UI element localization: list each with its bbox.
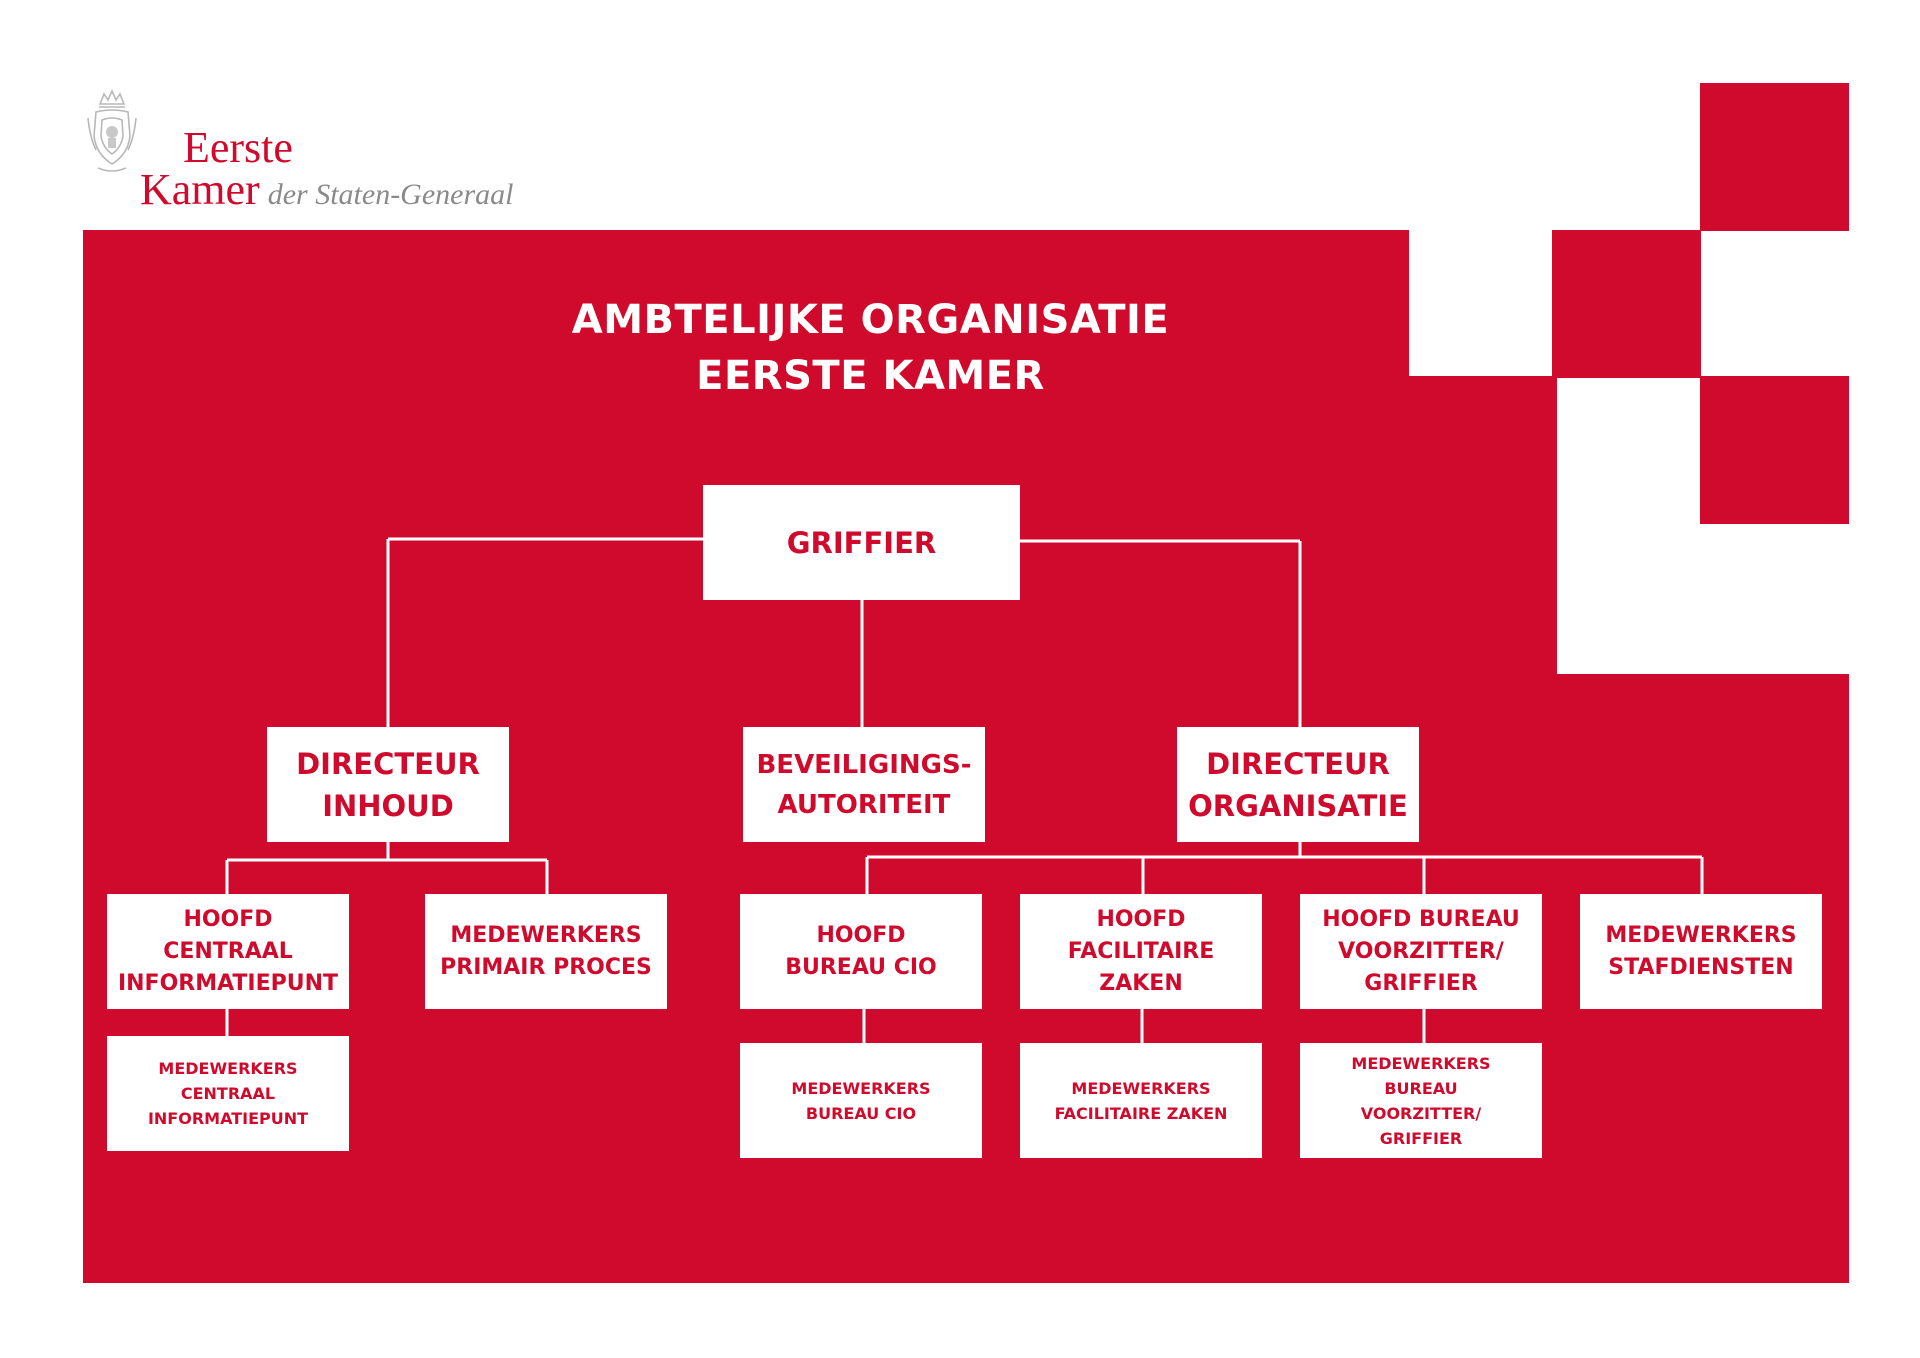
node-directeur-inhoud: DIRECTEUR INHOUD	[267, 727, 509, 842]
page-title: AMBTELIJKE ORGANISATIE EERSTE KAMER	[83, 292, 1658, 404]
node-label: HOOFD BUREAU CIO	[785, 922, 937, 980]
node-label: MEDEWERKERS BUREAU CIO	[791, 1078, 931, 1123]
node-label: DIRECTEUR ORGANISATIE	[1188, 746, 1408, 823]
node-griffier: GRIFFIER	[703, 485, 1020, 600]
checker-block	[1700, 83, 1849, 231]
node-label: MEDEWERKERS PRIMAIR PROCES	[440, 922, 652, 980]
royal-crest-icon	[87, 89, 137, 172]
logo-wordmark-eerste: Eerste	[183, 123, 293, 172]
node-label: MEDEWERKERS STAFDIENSTEN	[1605, 922, 1797, 980]
checker-block	[1700, 376, 1849, 524]
page-title-line1: AMBTELIJKE ORGANISATIE	[571, 297, 1170, 343]
checker-block	[1409, 376, 1557, 674]
node-label: MEDEWERKERS FACILITAIRE ZAKEN	[1054, 1078, 1228, 1123]
node-medewerkers-bureau-voorzitter-griffier: MEDEWERKERS BUREAU VOORZITTER/ GRIFFIER	[1300, 1043, 1542, 1158]
node-hoofd-facilitaire-zaken: HOOFD FACILITAIRE ZAKEN	[1020, 894, 1262, 1009]
node-label: MEDEWERKERS BUREAU VOORZITTER/ GRIFFIER	[1351, 1053, 1491, 1148]
node-medewerkers-stafdiensten: MEDEWERKERS STAFDIENSTEN	[1580, 894, 1822, 1009]
node-medewerkers-facilitaire-zaken: MEDEWERKERS FACILITAIRE ZAKEN	[1020, 1043, 1262, 1158]
node-beveiligingsautoriteit: BEVEILIGINGS- AUTORITEIT	[743, 727, 985, 842]
logo-subtitle: der Staten-Generaal	[267, 178, 514, 211]
node-medewerkers-centraal-informatiepunt: MEDEWERKERS CENTRAAL INFORMATIEPUNT	[107, 1036, 349, 1151]
node-label: HOOFD CENTRAAL INFORMATIEPUNT	[117, 906, 339, 996]
node-label: GRIFFIER	[786, 525, 937, 560]
node-medewerkers-primair-proces: MEDEWERKERS PRIMAIR PROCES	[425, 894, 667, 1009]
node-label: MEDEWERKERS CENTRAAL INFORMATIEPUNT	[147, 1059, 309, 1128]
node-label: DIRECTEUR INHOUD	[296, 746, 480, 823]
node-directeur-organisatie: DIRECTEUR ORGANISATIE	[1177, 727, 1419, 842]
logo-wordmark-kamer: Kamer	[140, 165, 260, 214]
node-hoofd-bureau-voorzitter-griffier: HOOFD BUREAU VOORZITTER/ GRIFFIER	[1300, 894, 1542, 1009]
node-medewerkers-bureau-cio: MEDEWERKERS BUREAU CIO	[740, 1043, 982, 1158]
node-label: HOOFD FACILITAIRE ZAKEN	[1067, 906, 1215, 996]
checker-block	[1552, 230, 1701, 378]
page-title-line2: EERSTE KAMER	[696, 353, 1045, 399]
node-label: BEVEILIGINGS- AUTORITEIT	[756, 749, 972, 820]
node-hoofd-bureau-cio: HOOFD BUREAU CIO	[740, 894, 982, 1009]
node-label: HOOFD BUREAU VOORZITTER/ GRIFFIER	[1322, 906, 1520, 996]
node-hoofd-centraal-informatiepunt: HOOFD CENTRAAL INFORMATIEPUNT	[107, 894, 349, 1009]
